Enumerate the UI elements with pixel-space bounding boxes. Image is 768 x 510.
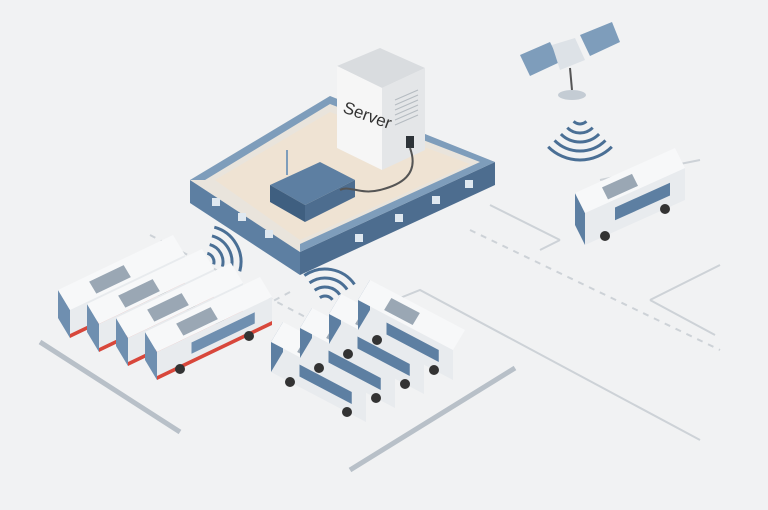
bus-front [116,318,128,366]
bus-windows [191,312,255,354]
bus-wheel [285,377,295,387]
bus-wheel [342,407,352,417]
bus-wheel [400,379,410,389]
bus-wheel [244,331,254,341]
bus [575,148,685,245]
bus [358,280,465,380]
bus-windows [615,182,670,221]
parking-curbs [38,339,517,473]
server-tower: Server [337,48,425,193]
roof-unit [602,173,638,200]
satellite-icon [520,22,620,100]
bus-wheel [372,335,382,345]
bus-windows [299,364,352,404]
network-box [270,162,355,205]
bus-wheel [343,349,353,359]
bus-windows [386,322,439,362]
bus-wheel [600,231,610,241]
bus-wheel [371,393,381,403]
bus-front [58,290,70,338]
roof-unit [147,293,189,322]
power-plug-icon [406,136,414,148]
roof-unit [89,265,131,294]
roof-unit [118,279,160,308]
bus-wheel [175,364,185,374]
bus-front [575,193,585,245]
power-cable [339,147,414,193]
roof-unit [176,307,218,336]
bus-wheel [429,365,439,375]
wifi-icon [303,267,356,301]
bus-front [145,332,157,380]
bus-wheel [314,363,324,373]
bus-windows [357,336,410,376]
wifi-signals [206,120,613,301]
bus-windows [328,350,381,390]
wifi-icon [206,225,243,272]
buses [58,148,685,422]
roof-unit [384,298,420,325]
bus-wheel [660,204,670,214]
bus-stripe [157,321,272,380]
bus-front [87,304,99,352]
bus [145,277,272,380]
wifi-icon [547,120,613,162]
